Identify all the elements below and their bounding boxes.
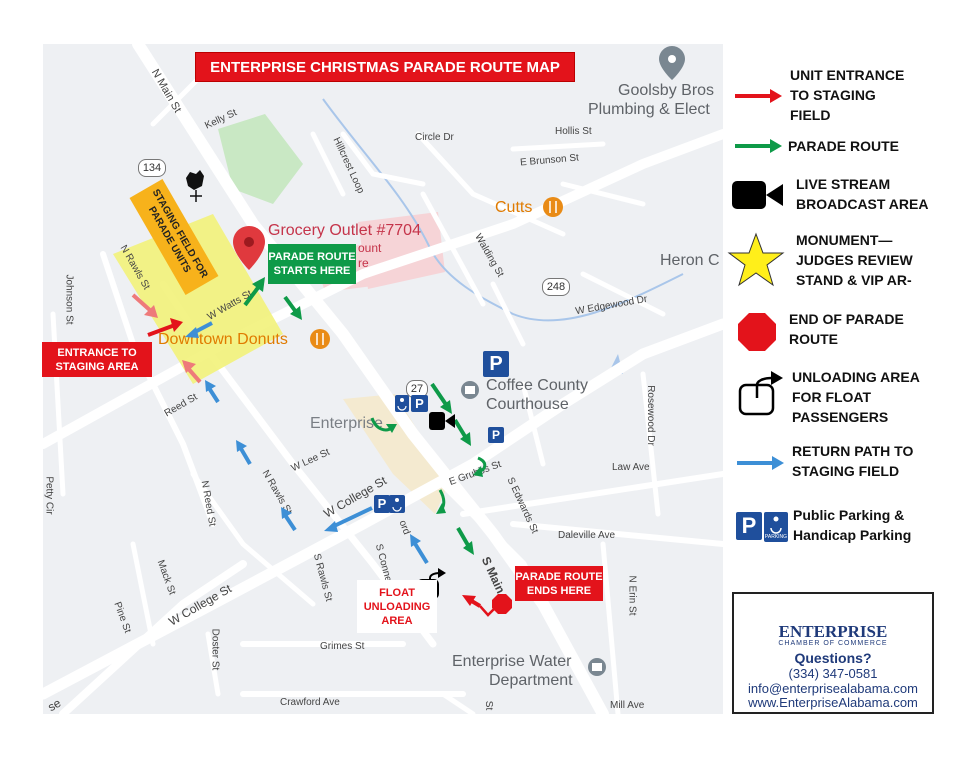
park-area [218, 114, 303, 204]
legend-red-arrow-icon [735, 89, 782, 103]
live-stream-camera-icon [429, 412, 455, 430]
street-mill: Mill Ave [610, 700, 645, 711]
poi-water-line1: Enterprise Water [452, 653, 572, 670]
parking-letter-large: P [489, 353, 503, 375]
poi-goolsby-line1: Goolsby Bros [618, 82, 715, 99]
rooster-weathervane-icon [186, 170, 204, 202]
chamber-subtitle: CHAMBER OF COMMERCE [778, 640, 888, 647]
poi-courthouse-line1: Coffee County [486, 377, 588, 394]
contact-email[interactable]: info@enterprisealabama.com [747, 681, 918, 696]
poi-grocery-sub1: ount [358, 241, 382, 255]
courthouse-icon [461, 381, 479, 399]
parking-letter-grubbs: P [491, 428, 500, 442]
legend-text-live-stream: LIVE STREAM BROADCAST AREA [796, 176, 929, 212]
handicap-parking-icon [395, 395, 409, 412]
poi-enterprise-city: Enterprise [310, 415, 383, 432]
return-path-arrows [185, 321, 429, 565]
end-of-route-octagon-icon [492, 594, 512, 614]
poi-grocery-outlet: Grocery Outlet #7704 [268, 222, 421, 239]
poi-grocery-sub2: re [358, 256, 369, 270]
parking-icon-grubbs [488, 427, 504, 443]
contact-website[interactable]: www.EnterpriseAlabama.com [748, 695, 918, 710]
legend-text-parade-route: PARADE ROUTE [788, 138, 899, 154]
legend-text-unloading: UNLOADING AREA FOR FLOAT PASSENGERS [792, 369, 920, 425]
legend-blue-arrow-icon [737, 456, 784, 470]
legend-parking-letter: P [741, 513, 757, 538]
legend-unload-arrow-icon [738, 371, 783, 416]
legend-text-return-path: RETURN PATH TO STAGING FIELD [792, 443, 914, 479]
poi-water-line2: Department [489, 672, 573, 689]
route-starts-callout: PARADE ROUTE STARTS HERE [268, 244, 356, 284]
street-daleville: Daleville Ave [558, 530, 616, 541]
creek [322, 98, 684, 322]
legend-green-arrow-icon [735, 139, 782, 153]
parking-letter-small: P [415, 396, 424, 411]
staging-field-area [113, 214, 283, 384]
parade-route-arrows [243, 277, 487, 555]
legend-octagon-icon [738, 313, 776, 351]
entrance-arrow-icon [147, 318, 183, 337]
parking-letter-combo: P [377, 496, 387, 511]
poi-heron: Heron C [660, 252, 720, 269]
poi-cutts: Cutts [495, 199, 533, 216]
poi-goolsby-line2: Plumbing & Elect [588, 101, 710, 118]
route-ends-text: PARADE ROUTE ENDS HERE [515, 570, 603, 597]
legend-text-unit-entrance: UNIT ENTRANCE TO STAGING FIELD [790, 67, 905, 123]
route-27-shield: 27 [406, 380, 428, 398]
goolsby-pin-icon [659, 46, 685, 80]
route-248-shield: 248 [542, 278, 570, 296]
water-department-icon [588, 658, 606, 676]
contact-box: ENTERPRISE CHAMBER OF COMMERCE Questions… [732, 592, 934, 714]
parade-map [43, 44, 723, 714]
legend-parking-icon [736, 512, 788, 542]
contact-questions: Questions? [794, 650, 872, 666]
entrance-arrow-pink-icon [131, 293, 158, 318]
chamber-name: ENTERPRISE [778, 622, 888, 641]
legend-text-parking: Public Parking & Handicap Parking [793, 507, 912, 543]
parking-icon-small [411, 395, 428, 412]
entrance-arrow-pink-2-icon [182, 360, 202, 384]
entrance-callout: ENTRANCE TO STAGING AREA [42, 342, 152, 377]
map-title: ENTERPRISE CHRISTMAS PARADE ROUTE MAP [195, 52, 575, 82]
float-unloading-text: FLOAT UNLOADING AREA [363, 586, 431, 627]
legend-text-monument: MONUMENT— JUDGES REVIEW STAND & VIP AR- [796, 232, 913, 288]
street-grimes: Grimes St [320, 641, 365, 652]
legend-parking-badge: PARKING [764, 534, 788, 540]
entrance-callout-text: ENTRANCE TO STAGING AREA [55, 346, 139, 373]
legend-video-camera-icon [732, 181, 783, 209]
route-134-shield: 134 [138, 159, 166, 177]
donuts-restaurant-icon [310, 329, 330, 349]
street-law: Law Ave [612, 462, 650, 473]
grocery-pin-icon [233, 226, 265, 270]
float-unloading-callout: FLOAT UNLOADING AREA [357, 580, 437, 633]
cutts-restaurant-icon [543, 197, 563, 217]
legend-star-icon [727, 232, 785, 287]
route-ends-callout: PARADE ROUTE ENDS HERE [515, 566, 603, 601]
contact-phone: (334) 347-0581 [788, 666, 878, 681]
parking-icon-large [483, 351, 509, 377]
street-hollis: Hollis St [555, 126, 592, 137]
parking-handicap-combo-icon [374, 495, 405, 513]
poi-courthouse-line2: Courthouse [486, 396, 569, 413]
route-starts-text: PARADE ROUTE STARTS HERE [268, 251, 356, 277]
street-crawford: Crawford Ave [280, 697, 340, 708]
street-circle: Circle Dr [415, 132, 454, 143]
legend-text-end-route: END OF PARADE ROUTE [789, 311, 904, 347]
